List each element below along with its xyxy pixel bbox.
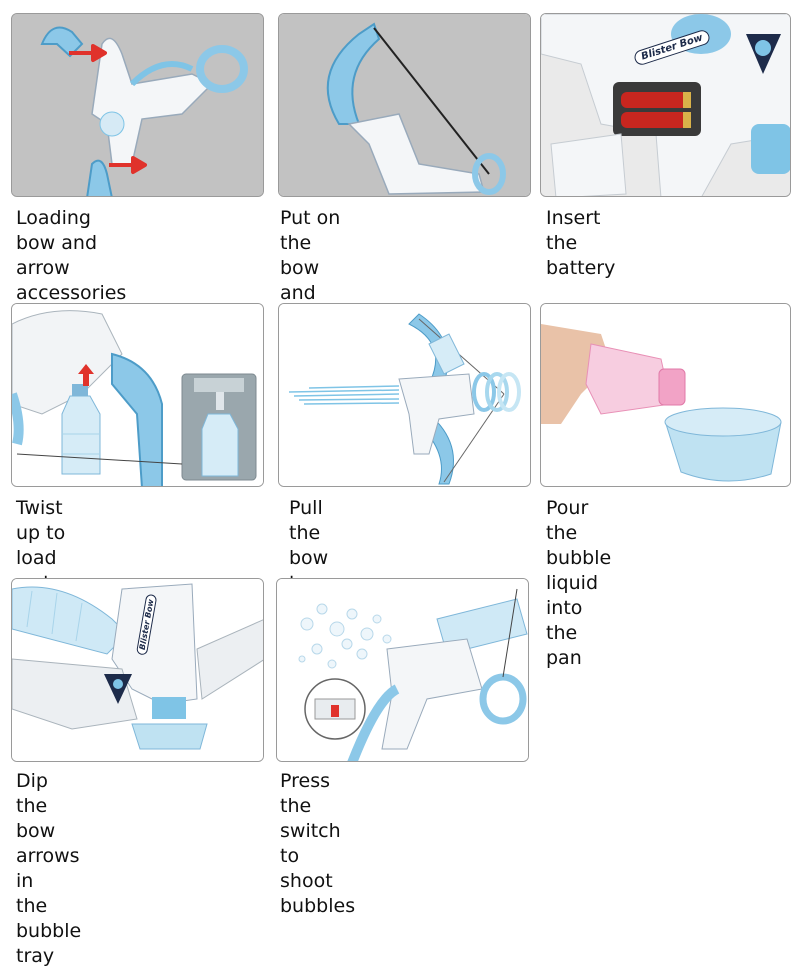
step-7-image: Blister Bow — [11, 578, 264, 762]
red-arrow-icon — [69, 44, 107, 62]
step-3-image: Blister Bow — [540, 13, 791, 197]
step-2-image — [278, 13, 531, 197]
red-up-arrow-icon — [78, 364, 94, 386]
step-8-caption: Press the switch to shoot bubbles — [280, 770, 356, 917]
step-7-caption: Dip the bow arrows in the bubble tray — [16, 770, 82, 967]
red-arrow-icon — [109, 156, 147, 174]
step-3-caption: Insert the battery — [546, 207, 616, 279]
step-1-caption: Loading bow and arrow accessories — [16, 207, 127, 304]
step-1-image — [11, 13, 264, 197]
step-8-image — [276, 578, 529, 762]
step-6-caption: Pour the bubble liquid into the pan — [546, 497, 612, 669]
step-6-image — [540, 303, 791, 487]
step-5-image — [278, 303, 531, 487]
step-4-image — [11, 303, 264, 487]
